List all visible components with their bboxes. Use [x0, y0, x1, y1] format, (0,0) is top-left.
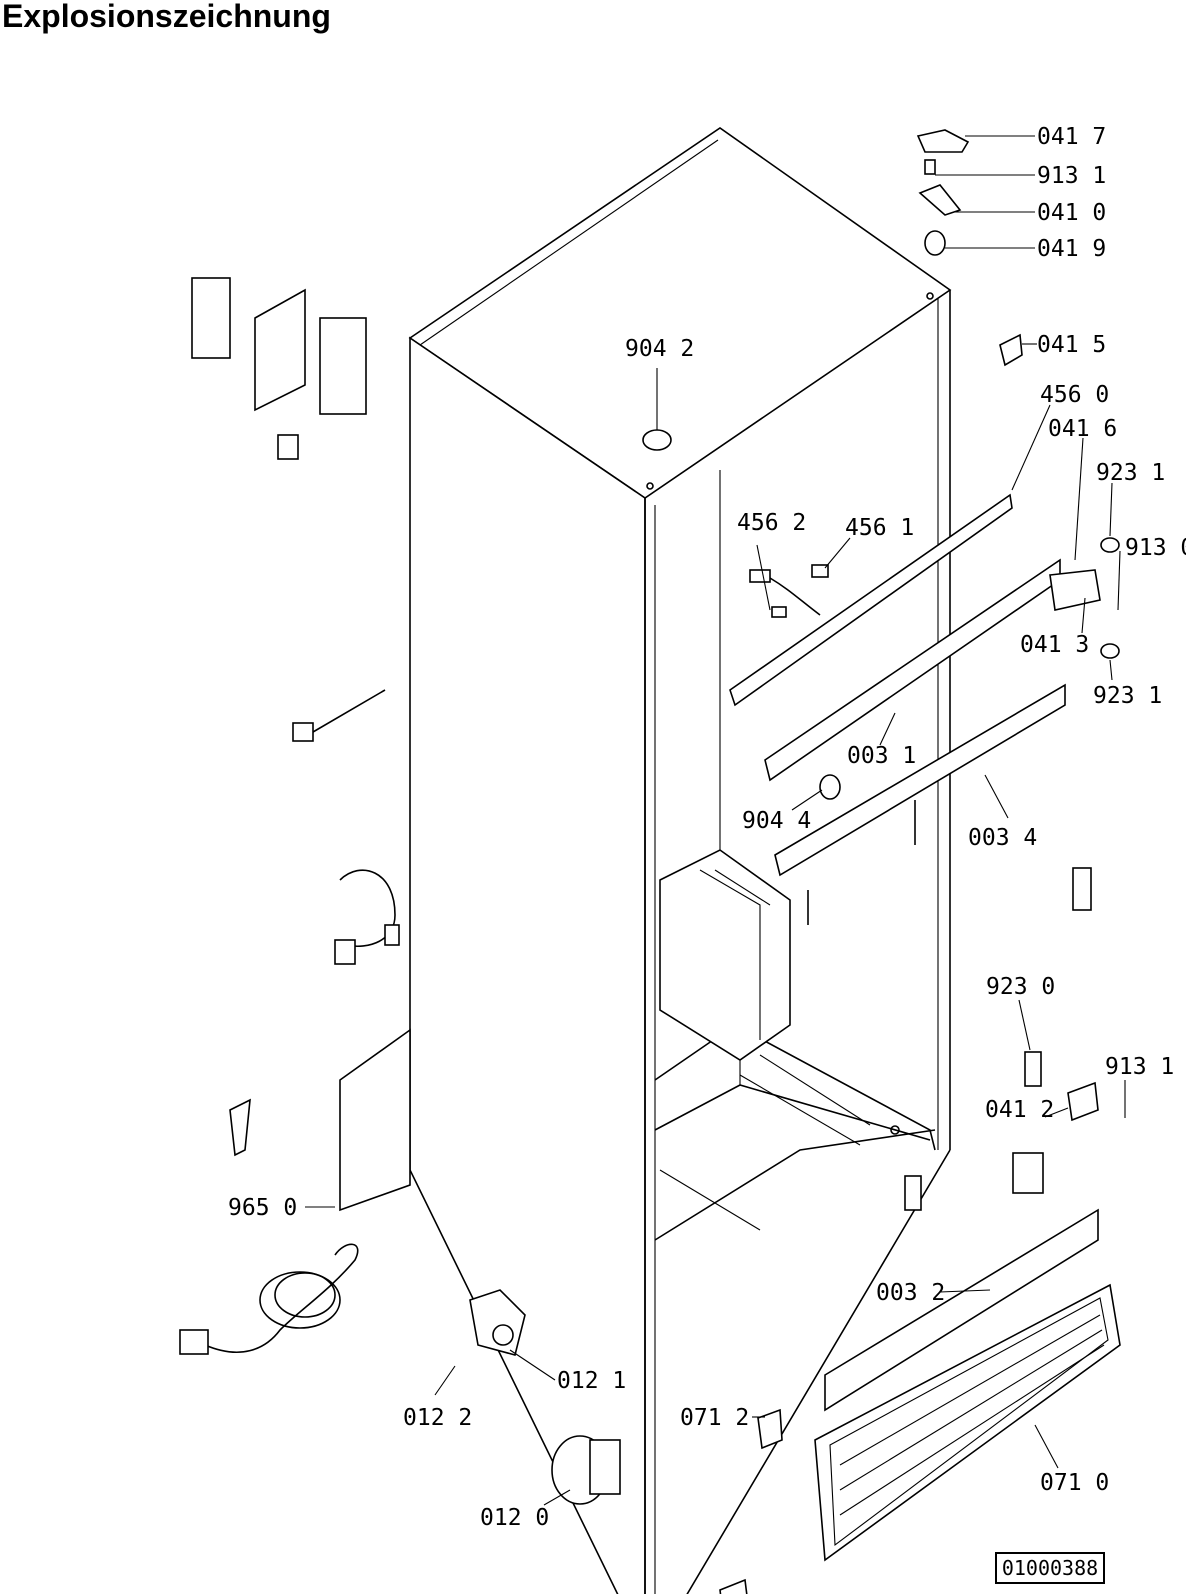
callout-041-7: 041 7: [1037, 124, 1106, 150]
callout-071-0: 071 0: [1040, 1470, 1109, 1496]
overload-protector: [551, 1435, 621, 1505]
leader-lines: [305, 135, 1126, 1506]
callout-904-4: 904 4: [742, 808, 811, 834]
kickplate: [824, 1208, 1099, 1412]
screw-cap: [819, 774, 841, 800]
cable-tie: [292, 689, 386, 742]
callout-041-2: 041 2: [985, 1097, 1054, 1123]
callout-923-1-bottom: 923 1: [1093, 683, 1162, 709]
relay-housing: [191, 277, 367, 460]
callout-456-2: 456 2: [737, 510, 806, 536]
callout-041-6: 041 6: [1048, 416, 1117, 442]
top-hinge-assembly: [916, 129, 1023, 367]
hinge-bottom: [904, 1051, 1099, 1211]
refrigerator-cabinet: [408, 127, 952, 1594]
callout-003-2: 003 2: [876, 1280, 945, 1306]
callout-labels: 041 7 913 1 041 0 041 9 041 5 904 2 456 …: [228, 124, 1186, 1531]
front-grille: [814, 1283, 1121, 1562]
callout-904-2: 904 2: [625, 336, 694, 362]
callout-923-0: 923 0: [986, 974, 1055, 1000]
thermostat-wiring: [334, 869, 400, 965]
power-cord: [179, 1243, 359, 1355]
callout-041-5: 041 5: [1037, 332, 1106, 358]
callout-041-0: 041 0: [1037, 200, 1106, 226]
callout-003-1: 003 1: [847, 743, 916, 769]
spring: [1072, 867, 1092, 911]
callout-913-1: 913 1: [1037, 163, 1106, 189]
starter-relay: [469, 1289, 526, 1356]
grille-clip: [757, 1408, 783, 1450]
mount-bracket: [229, 1098, 251, 1157]
callout-923-1-top: 923 1: [1096, 460, 1165, 486]
callout-012-0: 012 0: [480, 1505, 549, 1531]
callout-071-2: 071 2: [680, 1405, 749, 1431]
wire-harness: [749, 564, 829, 618]
callout-456-1: 456 1: [845, 515, 914, 541]
callout-965-0: 965 0: [228, 1195, 297, 1221]
callout-041-3: 041 3: [1020, 632, 1089, 658]
callout-041-9: 041 9: [1037, 236, 1106, 262]
callout-913-0: 913 0: [1125, 535, 1186, 561]
washer: [1100, 643, 1120, 659]
callout-012-1: 012 1: [557, 1368, 626, 1394]
plug-part: [642, 429, 672, 451]
door-rails: [729, 493, 1101, 877]
page-title: Explosionszeichnung: [2, 0, 331, 34]
callout-456-0: 456 0: [1040, 382, 1109, 408]
base-clip: [719, 1578, 748, 1594]
callout-913-1-bottom: 913 1: [1105, 1054, 1174, 1080]
insulation-panel: [339, 1028, 411, 1212]
callout-003-4: 003 4: [968, 825, 1037, 851]
drawing-number-box: 01000388: [995, 1552, 1105, 1584]
callout-012-2: 012 2: [403, 1405, 472, 1431]
washer: [1100, 537, 1120, 553]
